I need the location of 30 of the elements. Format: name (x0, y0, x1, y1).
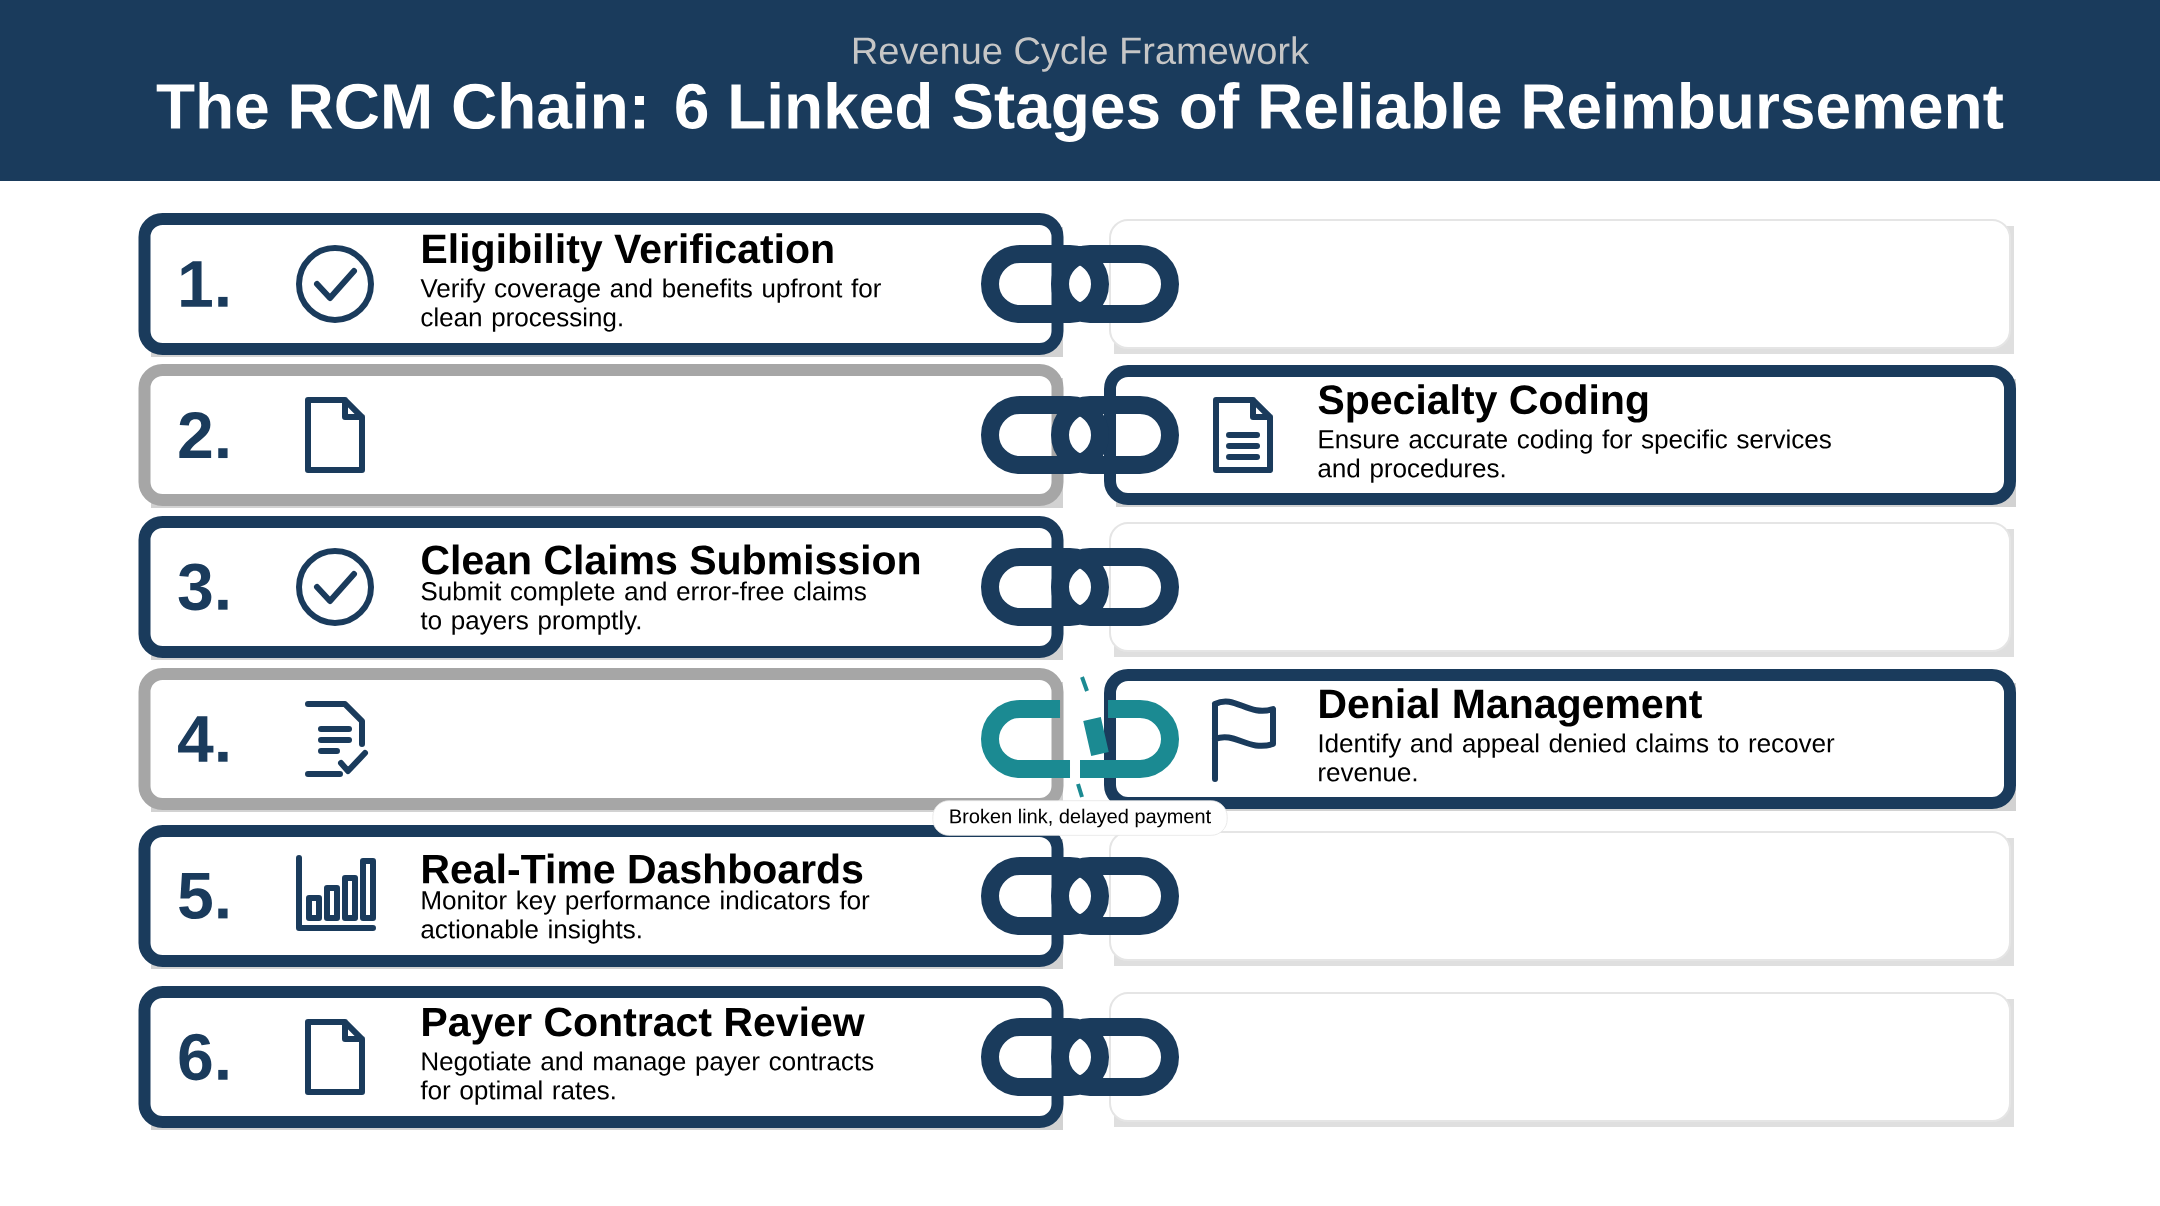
stage-card (1104, 365, 2016, 507)
stage-card (138, 986, 1064, 1130)
stage-description: Negotiate and manage payer contracts for optimal rates. (420, 1051, 874, 1105)
stage-title: Clean Claims Submission (422, 544, 920, 575)
stage-description: Ensure accurate coding for specific services and procedures. (1318, 429, 1831, 483)
stage-description: Identify and appeal denied claims to recover revenue. (1319, 733, 1835, 782)
stage-number: 5. (179, 873, 228, 920)
empty-card (1109, 992, 2014, 1127)
stage-number: 4. (178, 716, 228, 762)
stage-title: Eligibility Verification (423, 233, 833, 272)
empty-card (1109, 219, 2014, 354)
stage-description: Verify coverage and benefits upfront for clean processing. (420, 278, 881, 332)
empty-card (1109, 522, 2014, 657)
stage-number: 1. (181, 261, 228, 307)
stage-title: Payer Contract Review (423, 1006, 865, 1045)
stage-title: Real-Time Dashboards (423, 853, 863, 884)
stage-title: Specialty Coding (1318, 384, 1648, 423)
empty-card (1109, 831, 2014, 966)
stage-number: 3. (178, 563, 228, 611)
title: The RCM Chain: 6 Linked Stages of Reliable Reimbursement (156, 82, 2004, 142)
stage-number: 6. (179, 1033, 228, 1081)
broken-link-caption: Broken link, delayed payment (932, 800, 1228, 836)
stage-description: Monitor key performance indicators for actionable insights. (421, 890, 870, 944)
subtitle: Revenue Cycle Framework (854, 36, 1310, 72)
stage-card (138, 213, 1064, 357)
stage-card (138, 364, 1064, 508)
stage-title: Denial Management (1320, 688, 1702, 727)
stage-description: Submit complete and error-free claims to payers promptly. (420, 581, 866, 635)
stage-number: 2. (179, 411, 228, 459)
stage-card (138, 516, 1064, 660)
